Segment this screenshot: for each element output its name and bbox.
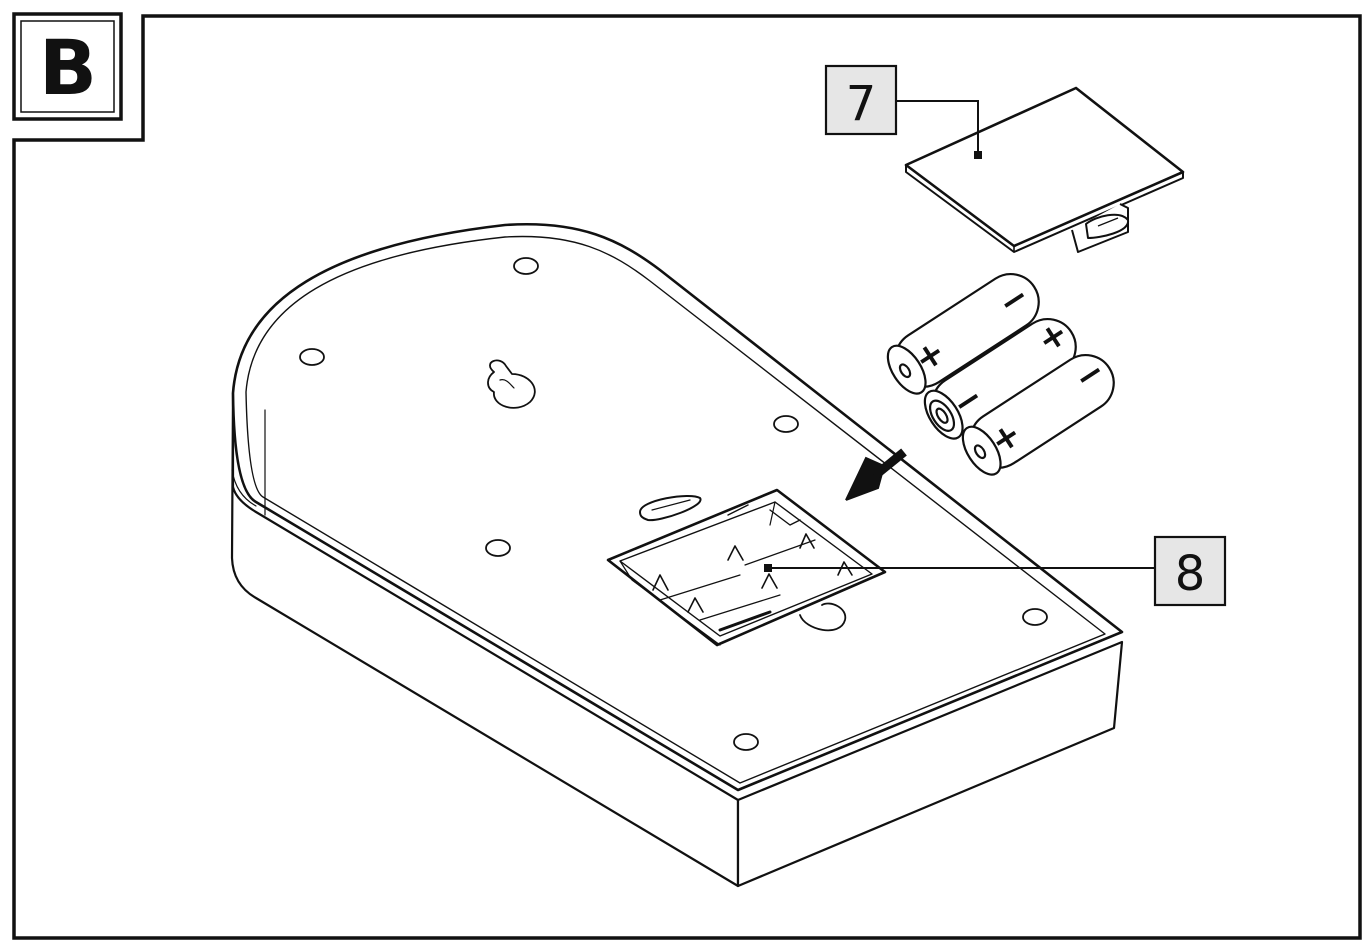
callout-number: 7 bbox=[846, 76, 877, 132]
screw-hole bbox=[513, 257, 539, 275]
screw-hole bbox=[299, 348, 325, 366]
battery-compartment bbox=[606, 488, 887, 647]
battery bbox=[961, 354, 1115, 476]
screw-hole bbox=[1022, 608, 1048, 626]
panel-label: B bbox=[39, 23, 97, 112]
insert-direction-arrow bbox=[845, 448, 907, 501]
housing-top-rim bbox=[245, 235, 1106, 784]
power-switch-slot bbox=[639, 494, 702, 522]
panel-label-badge: B bbox=[12, 12, 123, 121]
battery-cover bbox=[904, 86, 1185, 253]
screw-hole bbox=[773, 415, 799, 433]
keyhole-mount bbox=[487, 359, 536, 409]
battery-group bbox=[886, 273, 1115, 476]
housing-side-right bbox=[736, 640, 1124, 888]
housing-top-outer bbox=[231, 223, 1124, 792]
screw-hole bbox=[485, 539, 511, 557]
screw-hole bbox=[733, 733, 759, 751]
callout-battery-cover: 7 bbox=[824, 64, 982, 159]
diagram-frame bbox=[12, 14, 1362, 940]
battery bbox=[923, 318, 1077, 440]
device-back-housing bbox=[230, 223, 1124, 888]
callout-battery-compartment: 8 bbox=[764, 535, 1227, 607]
battery bbox=[886, 273, 1040, 395]
callout-number: 8 bbox=[1175, 546, 1206, 602]
housing-bottom-edge bbox=[231, 469, 257, 507]
